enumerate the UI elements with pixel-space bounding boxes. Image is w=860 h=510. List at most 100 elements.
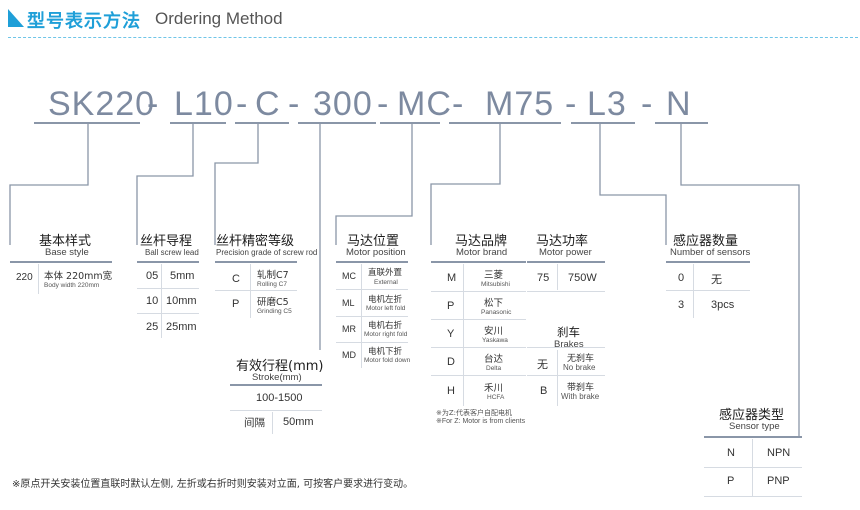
motor-position-cn: 电机右折	[368, 321, 403, 331]
lead-code: 10	[146, 295, 159, 307]
base-style-value-en: Body width 220mm	[44, 282, 100, 289]
divider	[557, 264, 558, 290]
sensor-type-bar	[704, 436, 802, 438]
motor-brand-code: Y	[447, 328, 455, 340]
row-divider	[230, 410, 322, 411]
stroke-range: 100-1500	[256, 392, 303, 404]
code-dash: -	[147, 85, 160, 123]
motor-position-code: MC	[342, 271, 356, 281]
code-part-precision: C	[255, 85, 281, 123]
motor-brand-bar	[431, 261, 526, 263]
divider	[752, 439, 753, 496]
section-title: 型号表示方法	[27, 11, 141, 32]
motor-position-bar	[336, 261, 408, 263]
code-part-lead: L10	[174, 85, 234, 123]
code-dash: -	[641, 85, 654, 123]
brake-cn: 带刹车	[567, 383, 595, 393]
code-underline	[170, 122, 226, 124]
footnote: ※原点开关安装位置直联时默认左侧, 左折或右折时则安装对立面, 可按客户要求进行…	[12, 479, 414, 490]
precision-grade-subtitle: Precision grade of screw rod	[216, 248, 318, 257]
stroke-title: 有效行程(mm)	[236, 359, 324, 374]
motor-power-code: 75	[537, 272, 550, 284]
row-divider	[527, 375, 605, 376]
precision-code: C	[232, 273, 240, 285]
base-style-code: 220	[16, 272, 33, 283]
row-divider	[336, 316, 408, 317]
row-divider	[137, 313, 199, 314]
motor-brand-code: H	[447, 385, 455, 397]
row-divider	[527, 347, 605, 348]
motor-power-bar	[527, 261, 605, 263]
divider	[38, 264, 39, 294]
sensors-title: 感应器数量	[673, 234, 739, 249]
code-dash: -	[236, 85, 249, 123]
brake-cn: 无刹车	[567, 354, 595, 364]
code-part-motor: M75	[485, 85, 555, 123]
divider	[272, 412, 273, 434]
precision-en: Rolling C7	[257, 281, 287, 288]
brake-en: No brake	[563, 363, 596, 372]
motor-brand-note: ※为Z:代表客户自配电机	[436, 409, 513, 417]
precision-en: Grinding C5	[257, 308, 292, 315]
motor-brand-en: Mitsubishi	[481, 281, 510, 288]
motor-position-title: 马达位置	[347, 234, 400, 249]
sensors-code: 0	[678, 272, 685, 284]
divider	[463, 264, 464, 406]
row-divider	[527, 291, 605, 292]
brake-en: With brake	[561, 392, 600, 401]
motor-brand-subtitle: Motor brand	[456, 247, 508, 258]
header-divider	[8, 37, 858, 38]
brake-code: 无	[537, 358, 548, 371]
divider	[161, 264, 162, 338]
code-dash: -	[452, 85, 465, 123]
motor-position-en: Motor fold down	[364, 357, 411, 364]
motor-brand-cn: 安川	[484, 326, 504, 337]
section-subtitle: Ordering Method	[155, 9, 283, 28]
row-divider	[431, 319, 526, 320]
code-underline	[380, 122, 440, 124]
motor-brand-cn: 松下	[484, 298, 504, 309]
code-dash: -	[288, 85, 301, 123]
sensor-type-subtitle: Sensor type	[729, 421, 780, 432]
sensors-bar	[666, 261, 750, 263]
code-dash: -	[565, 85, 578, 123]
lead-value: 10mm	[166, 295, 197, 307]
precision-code: P	[232, 298, 240, 310]
row-divider	[215, 290, 297, 291]
motor-brand-code: M	[447, 272, 457, 284]
ball-screw-lead-title: 丝杆导程	[140, 234, 193, 249]
ball-screw-lead-subtitle: Ball screw lead	[145, 248, 199, 257]
sensor-type-code: N	[727, 447, 735, 459]
sensors-value: 3pcs	[711, 299, 735, 311]
sensor-type-code: P	[727, 475, 735, 487]
precision-cn: 研磨C5	[257, 297, 289, 308]
precision-grade-title: 丝杆精密等级	[216, 234, 295, 249]
motor-position-en: External	[374, 279, 398, 286]
row-divider	[704, 467, 802, 468]
code-underline	[235, 122, 289, 124]
sensor-type-value: PNP	[767, 475, 790, 487]
motor-brand-en: Delta	[486, 365, 502, 372]
code-underline	[571, 122, 635, 124]
precision-grade-bar	[215, 261, 297, 263]
motor-brand-code: P	[447, 300, 455, 312]
lead-value: 25mm	[166, 321, 197, 333]
code-underline	[298, 122, 376, 124]
row-divider	[704, 496, 802, 497]
motor-brand-title: 马达品牌	[455, 234, 508, 249]
code-part-sensors: L3	[587, 85, 627, 123]
sensor-type-title: 感应器类型	[719, 408, 785, 423]
motor-brand-en: Panasonic	[481, 309, 512, 316]
motor-position-cn: 电机左折	[368, 295, 403, 305]
row-divider	[336, 342, 408, 343]
lead-code: 05	[146, 270, 159, 282]
code-dash: -	[377, 85, 390, 123]
base-style-bar	[10, 261, 112, 263]
sensors-value: 无	[711, 273, 722, 286]
ball-screw-lead-bar	[137, 261, 199, 263]
motor-position-en: Motor right fold	[364, 331, 408, 338]
motor-power-title: 马达功率	[536, 234, 589, 249]
base-style-value: 本体 220mm宽	[44, 271, 113, 282]
divider	[557, 350, 558, 406]
